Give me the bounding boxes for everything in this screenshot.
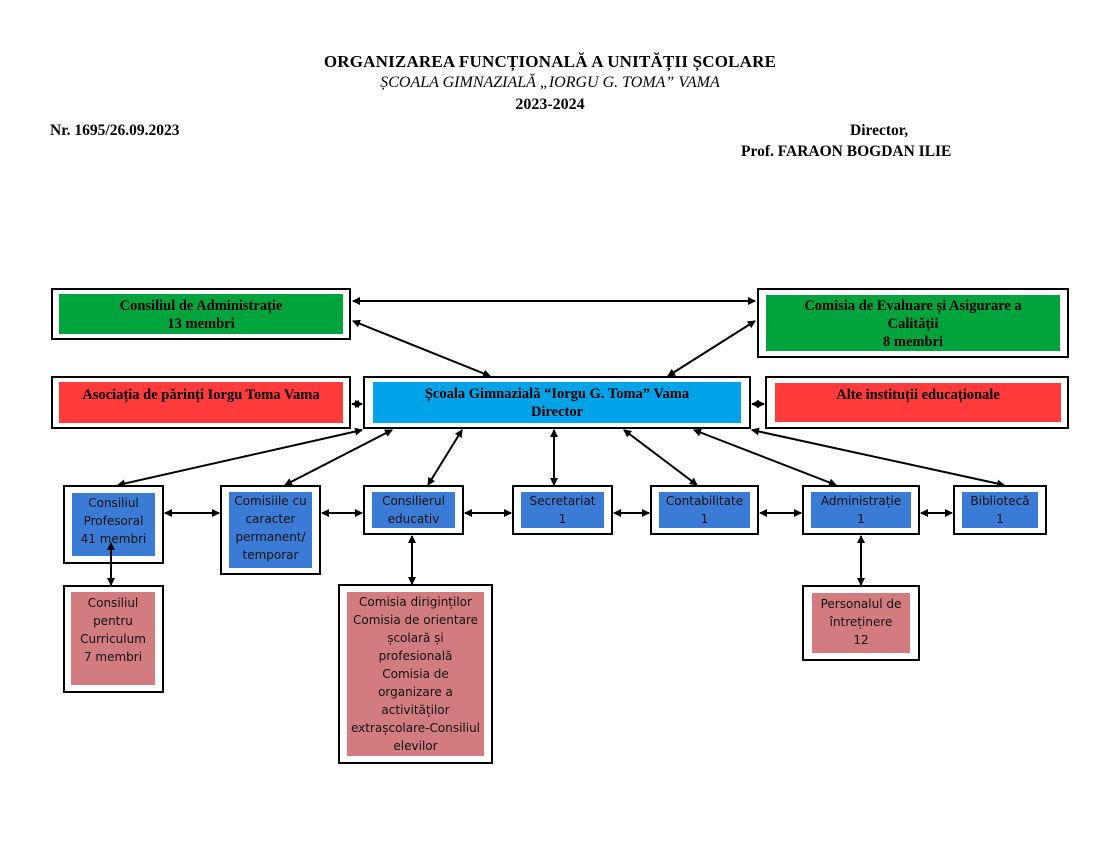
node-label: Comisia de orientare [352, 613, 479, 627]
node-fill: Comisia de Evaluare și Asigurare a Calit… [766, 295, 1060, 351]
document-number: Nr. 1695/26.09.2023 [50, 122, 180, 139]
node-label: Comisia diriginților [359, 595, 472, 609]
node-fill: Comisiile cu caracter permanent/ tempora… [229, 492, 312, 568]
node-label: extrașcolare-Consiliul [350, 721, 481, 735]
connector-scoala-consilierul [427, 429, 463, 486]
node-label: Contabilitate [665, 494, 744, 508]
node-fill: Școala Gimnazială “Iorgu G. Toma” Vama D… [373, 382, 741, 423]
node-fill: Consilierul educativ [372, 492, 455, 528]
node-label: profesională [378, 649, 453, 663]
node-asociatia-parinti: Asociația de părinți Iorgu Toma Vama [51, 376, 351, 429]
node-fill: Consiliul de Administrație 13 membri [59, 294, 343, 334]
node-administratie: Administrație 1 [802, 485, 920, 535]
node-label: Alte instituții educaționale [836, 387, 1000, 403]
node-fill: Asociația de părinți Iorgu Toma Vama [59, 382, 343, 423]
connector-scoala-comisiile [284, 429, 393, 486]
node-fill: Bibliotecă 1 [962, 492, 1038, 528]
node-consilierul-educativ: Consilierul educativ [363, 485, 464, 535]
node-contabilitate: Contabilitate 1 [650, 485, 759, 535]
document-title: ORGANIZAREA FUNCȚIONALĂ A UNITĂȚII ȘCOLA… [323, 52, 777, 71]
node-label: Comisiile cu [234, 494, 307, 508]
node-personal-intretinere: Personalul de întreținere 12 [802, 585, 920, 661]
node-comisii-educative: Comisia diriginților Comisia de orientar… [338, 584, 493, 764]
node-secretariat: Secretariat 1 [512, 485, 613, 535]
node-label: Consiliul [88, 496, 139, 510]
node-label: activităților [381, 703, 450, 717]
connector-ceac-scoala [667, 320, 756, 377]
node-role: Director [530, 404, 584, 420]
node-biblioteca: Bibliotecă 1 [953, 485, 1047, 535]
node-label: Bibliotecă [970, 494, 1030, 508]
node-label: temporar [242, 548, 299, 562]
node-fill: Personalul de întreținere 12 [812, 593, 910, 653]
node-label: Comisia de Evaluare și Asigurare a [804, 298, 1022, 314]
node-label: Comisia de [382, 667, 449, 681]
node-alte-institutii: Alte instituții educaționale [765, 376, 1069, 429]
node-label: Asociația de părinți Iorgu Toma Vama [82, 387, 320, 403]
node-count: 7 membri [83, 650, 143, 664]
node-label: caracter [245, 512, 296, 526]
node-count: 1 [558, 512, 567, 526]
node-label: întreținere [829, 615, 893, 629]
node-label: Consiliul de Administrație [119, 298, 283, 314]
node-count: 13 membri [167, 316, 235, 332]
node-count: 1 [857, 512, 865, 526]
node-count: 1 [700, 512, 709, 526]
node-count: 41 membri [80, 532, 147, 546]
node-scoala-director: Școala Gimnazială “Iorgu G. Toma” Vama D… [363, 376, 751, 429]
node-label: Profesoral [83, 514, 144, 528]
node-fill: Alte instituții educaționale [775, 383, 1061, 422]
node-label: Calității [887, 316, 939, 332]
node-consiliul-curriculum: Consiliul pentru Curriculum 7 membri [63, 585, 164, 693]
node-label: pentru [93, 614, 133, 628]
node-label: școlară și [387, 631, 444, 645]
node-label: Curriculum [80, 632, 146, 646]
node-fill: Comisia diriginților Comisia de orientar… [347, 592, 484, 756]
director-label: Director, [850, 122, 909, 139]
connector-scoala-contabilitate [623, 429, 698, 486]
school-year: 2023-2024 [515, 96, 585, 113]
node-label: elevilor [393, 739, 438, 753]
node-fill: Administrație 1 [811, 492, 911, 528]
node-label: Consiliul [87, 596, 139, 610]
node-fill: Consiliul pentru Curriculum 7 membri [71, 592, 155, 685]
node-label: permanent/ [235, 530, 306, 544]
node-comisiile-caracter: Comisiile cu caracter permanent/ tempora… [220, 485, 321, 575]
node-label: Personalul de [820, 597, 902, 611]
node-label: organizare a [378, 685, 453, 699]
node-fill: Consiliul Profesoral 41 membri [72, 493, 155, 556]
node-label: educativ [387, 512, 440, 526]
school-name: ȘCOALA GIMNAZIALĂ „IORGU G. TOMA” VAMA [380, 74, 720, 91]
connector-scoala-profesoral [117, 427, 363, 488]
connector-scoala-biblioteca [751, 427, 1005, 488]
node-comisia-evaluare: Comisia de Evaluare și Asigurare a Calit… [757, 288, 1069, 358]
node-label: Școala Gimnazială “Iorgu G. Toma” Vama [424, 386, 690, 402]
node-label: Secretariat [529, 494, 596, 508]
node-consiliul-profesoral: Consiliul Profesoral 41 membri [63, 485, 164, 564]
connector-admin-scoala [352, 319, 491, 378]
node-count: 12 [853, 633, 869, 647]
director-name: Prof. FARAON BOGDAN ILIE [741, 143, 952, 160]
node-count: 8 membri [883, 334, 943, 350]
node-label: Administrație [820, 494, 902, 508]
node-fill: Contabilitate 1 [659, 492, 750, 528]
connector-scoala-administratie [693, 428, 837, 487]
node-label: Consilierul [382, 494, 445, 508]
node-fill: Secretariat 1 [521, 492, 604, 528]
node-consiliul-administratie: Consiliul de Administrație 13 membri [51, 288, 351, 340]
node-count: 1 [996, 512, 1004, 526]
